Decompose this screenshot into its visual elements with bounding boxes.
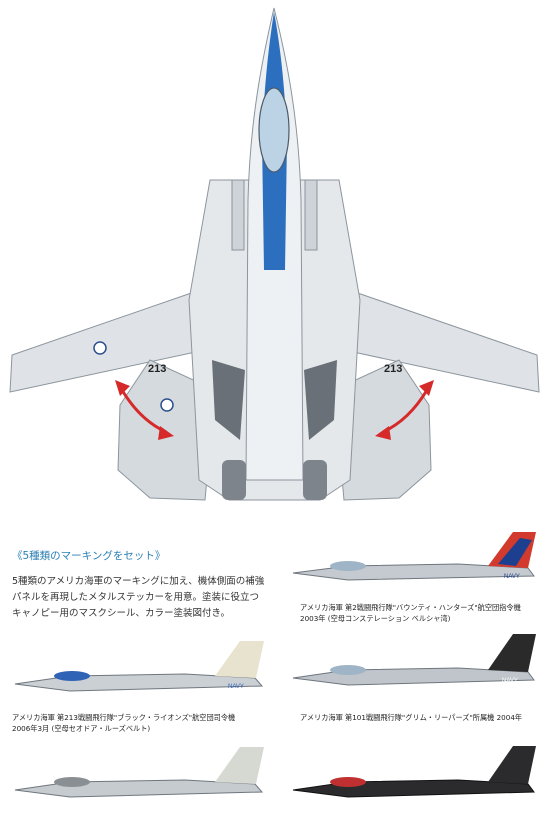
wing-number-left: 213	[148, 363, 166, 375]
profile-tail-text: NAVY	[504, 574, 520, 580]
profile-tail-text: NAVY	[228, 684, 244, 690]
aircraft-profile-4	[14, 747, 264, 798]
left-sweep-arrow	[115, 380, 174, 440]
right-roundel	[160, 398, 174, 412]
profile-canopy	[330, 561, 366, 571]
caption-3: アメリカ海軍 第101戦闘飛行隊"グリム・リーパーズ"所属機 2004年	[300, 712, 522, 723]
profile-tail-stripe	[498, 538, 532, 566]
section-heading: 《5種類のマーキングをセット》	[12, 550, 166, 562]
caption-line: アメリカ海軍 第2戦闘飛行隊"バウンティ・ハンターズ"航空団指令機	[300, 603, 521, 612]
caption-line: 2006年3月 (空母セオドア・ルーズベルト)	[12, 724, 151, 733]
f14-top-view-illustration: 213 213	[9, 7, 540, 501]
profile-fuselage	[292, 779, 535, 798]
left-intake	[212, 360, 245, 440]
right-sweep-arrow	[375, 380, 434, 440]
profile-tail	[215, 747, 264, 784]
caption-line: 2003年 (空母コンステレーション ベルシャ湾)	[300, 614, 451, 623]
profile-canopy	[330, 665, 366, 675]
profile-tail	[215, 641, 264, 678]
aircraft-profile-5	[292, 746, 536, 798]
caption-2: アメリカ海軍 第213戦闘飛行隊"ブラック・ライオンズ"航空団司令機 2006年…	[12, 712, 235, 734]
profile-canopy	[54, 671, 90, 681]
canopy	[258, 87, 290, 173]
profile-fuselage	[292, 667, 535, 686]
profile-fuselage	[14, 673, 264, 692]
right-intake	[304, 360, 337, 440]
description-line: 5種類のアメリカ海軍のマーキングに加え、機体側面の補強	[12, 576, 265, 587]
aircraft-profile-2: NAVY	[14, 641, 264, 692]
aircraft-profile-3: NAVY	[292, 634, 536, 686]
profile-fuselage	[14, 779, 264, 798]
caption-1: アメリカ海軍 第2戦闘飛行隊"バウンティ・ハンターズ"航空団指令機 2003年 …	[300, 602, 521, 624]
profile-tail	[488, 634, 536, 672]
profile-tail	[488, 746, 536, 784]
right-engine-nozzle	[303, 460, 327, 500]
description-line: パネルを再現したメタルステッカーを用意。塗装に役立つ	[12, 592, 260, 603]
caption-line: アメリカ海軍 第101戦闘飛行隊"グリム・リーパーズ"所属機 2004年	[300, 713, 523, 722]
right-tail-fin	[304, 179, 318, 251]
left-engine-nozzle	[222, 460, 246, 500]
profile-canopy	[330, 777, 366, 787]
description: 5種類のアメリカ海軍のマーキングに加え、機体側面の補強 パネルを再現したメタルス…	[12, 574, 282, 622]
left-tail-fin	[231, 179, 245, 251]
profile-tail-text: NAVY	[502, 678, 518, 684]
wing-number-right: 213	[384, 363, 402, 375]
left-roundel	[93, 341, 107, 355]
caption-line: アメリカ海軍 第213戦闘飛行隊"ブラック・ライオンズ"航空団司令機	[12, 713, 236, 722]
profile-canopy	[54, 777, 90, 787]
aircraft-profile-1: NAVY	[292, 532, 536, 581]
description-line: キャノピー用のマスクシール、カラー塗装図付き。	[12, 608, 231, 619]
